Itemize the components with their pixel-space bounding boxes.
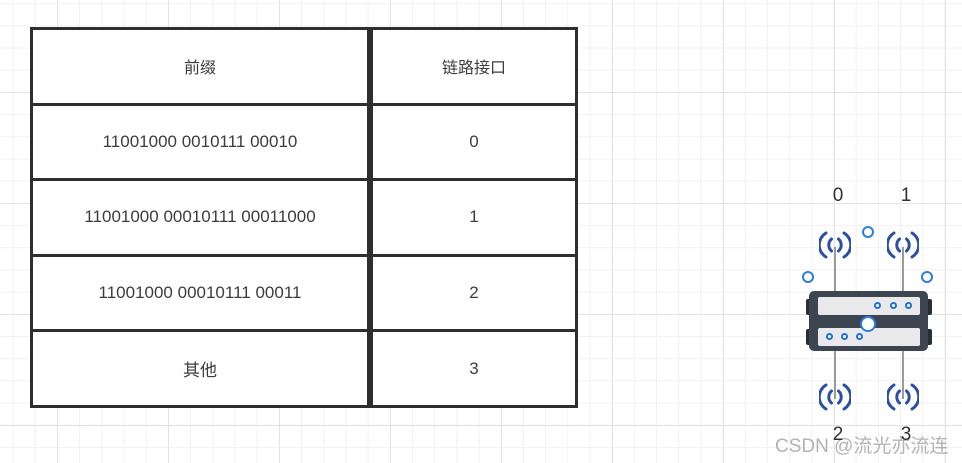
link-interface-header-cell: 链路接口 — [373, 30, 575, 106]
prefix-table: 前缀 11001000 0010111 00010 11001000 00010… — [30, 27, 370, 408]
watermark: CSDN @流光亦流连 — [775, 436, 949, 457]
router-led — [856, 333, 863, 340]
antenna-stem-top-left — [834, 247, 836, 293]
antenna-stem-bottom-right — [902, 350, 904, 399]
prefix-cell-row1: 11001000 0010111 00010 — [33, 106, 367, 182]
router-panel-bottom — [818, 328, 920, 346]
prefix-cell-row4: 其他 — [183, 361, 217, 381]
interface-cell-row1: 0 — [373, 106, 575, 182]
connection-handle-center — [860, 316, 876, 332]
prefix-cell-row3: 11001000 00010111 00011 — [33, 257, 367, 333]
connection-handle-left — [802, 271, 814, 283]
wifi-signal-icon-bottom-right — [887, 383, 919, 411]
interface-label-3: 3 — [900, 424, 912, 445]
interface-cell-row3: 2 — [373, 257, 575, 333]
connection-handle-top — [862, 226, 874, 238]
interface-label-2: 2 — [832, 424, 844, 445]
wifi-signal-icon-top-left — [819, 231, 851, 259]
wifi-signal-icon-bottom-left — [819, 383, 851, 411]
interface-label-1: 1 — [900, 185, 912, 206]
router-led — [841, 333, 848, 340]
router-led — [874, 302, 881, 309]
link-interface-table: 链路接口 0 1 2 3 — [370, 27, 578, 408]
interface-cell-row2: 1 — [373, 181, 575, 257]
router-notch — [926, 299, 932, 315]
prefix-cell-row2: 11001000 00010111 00011000 — [33, 181, 367, 257]
router-led — [890, 302, 897, 309]
router-panel-top — [818, 297, 920, 315]
antenna-stem-top-right — [902, 247, 904, 293]
router-led — [905, 302, 912, 309]
router-led — [826, 333, 833, 340]
prefix-header-cell: 前缀 — [33, 30, 367, 106]
router-notch — [926, 329, 932, 345]
wifi-signal-icon-top-right — [887, 231, 919, 259]
interface-cell-row4: 3 — [469, 358, 479, 378]
interface-label-0: 0 — [832, 185, 844, 206]
connection-handle-right — [921, 271, 933, 283]
antenna-stem-bottom-left — [834, 350, 836, 399]
